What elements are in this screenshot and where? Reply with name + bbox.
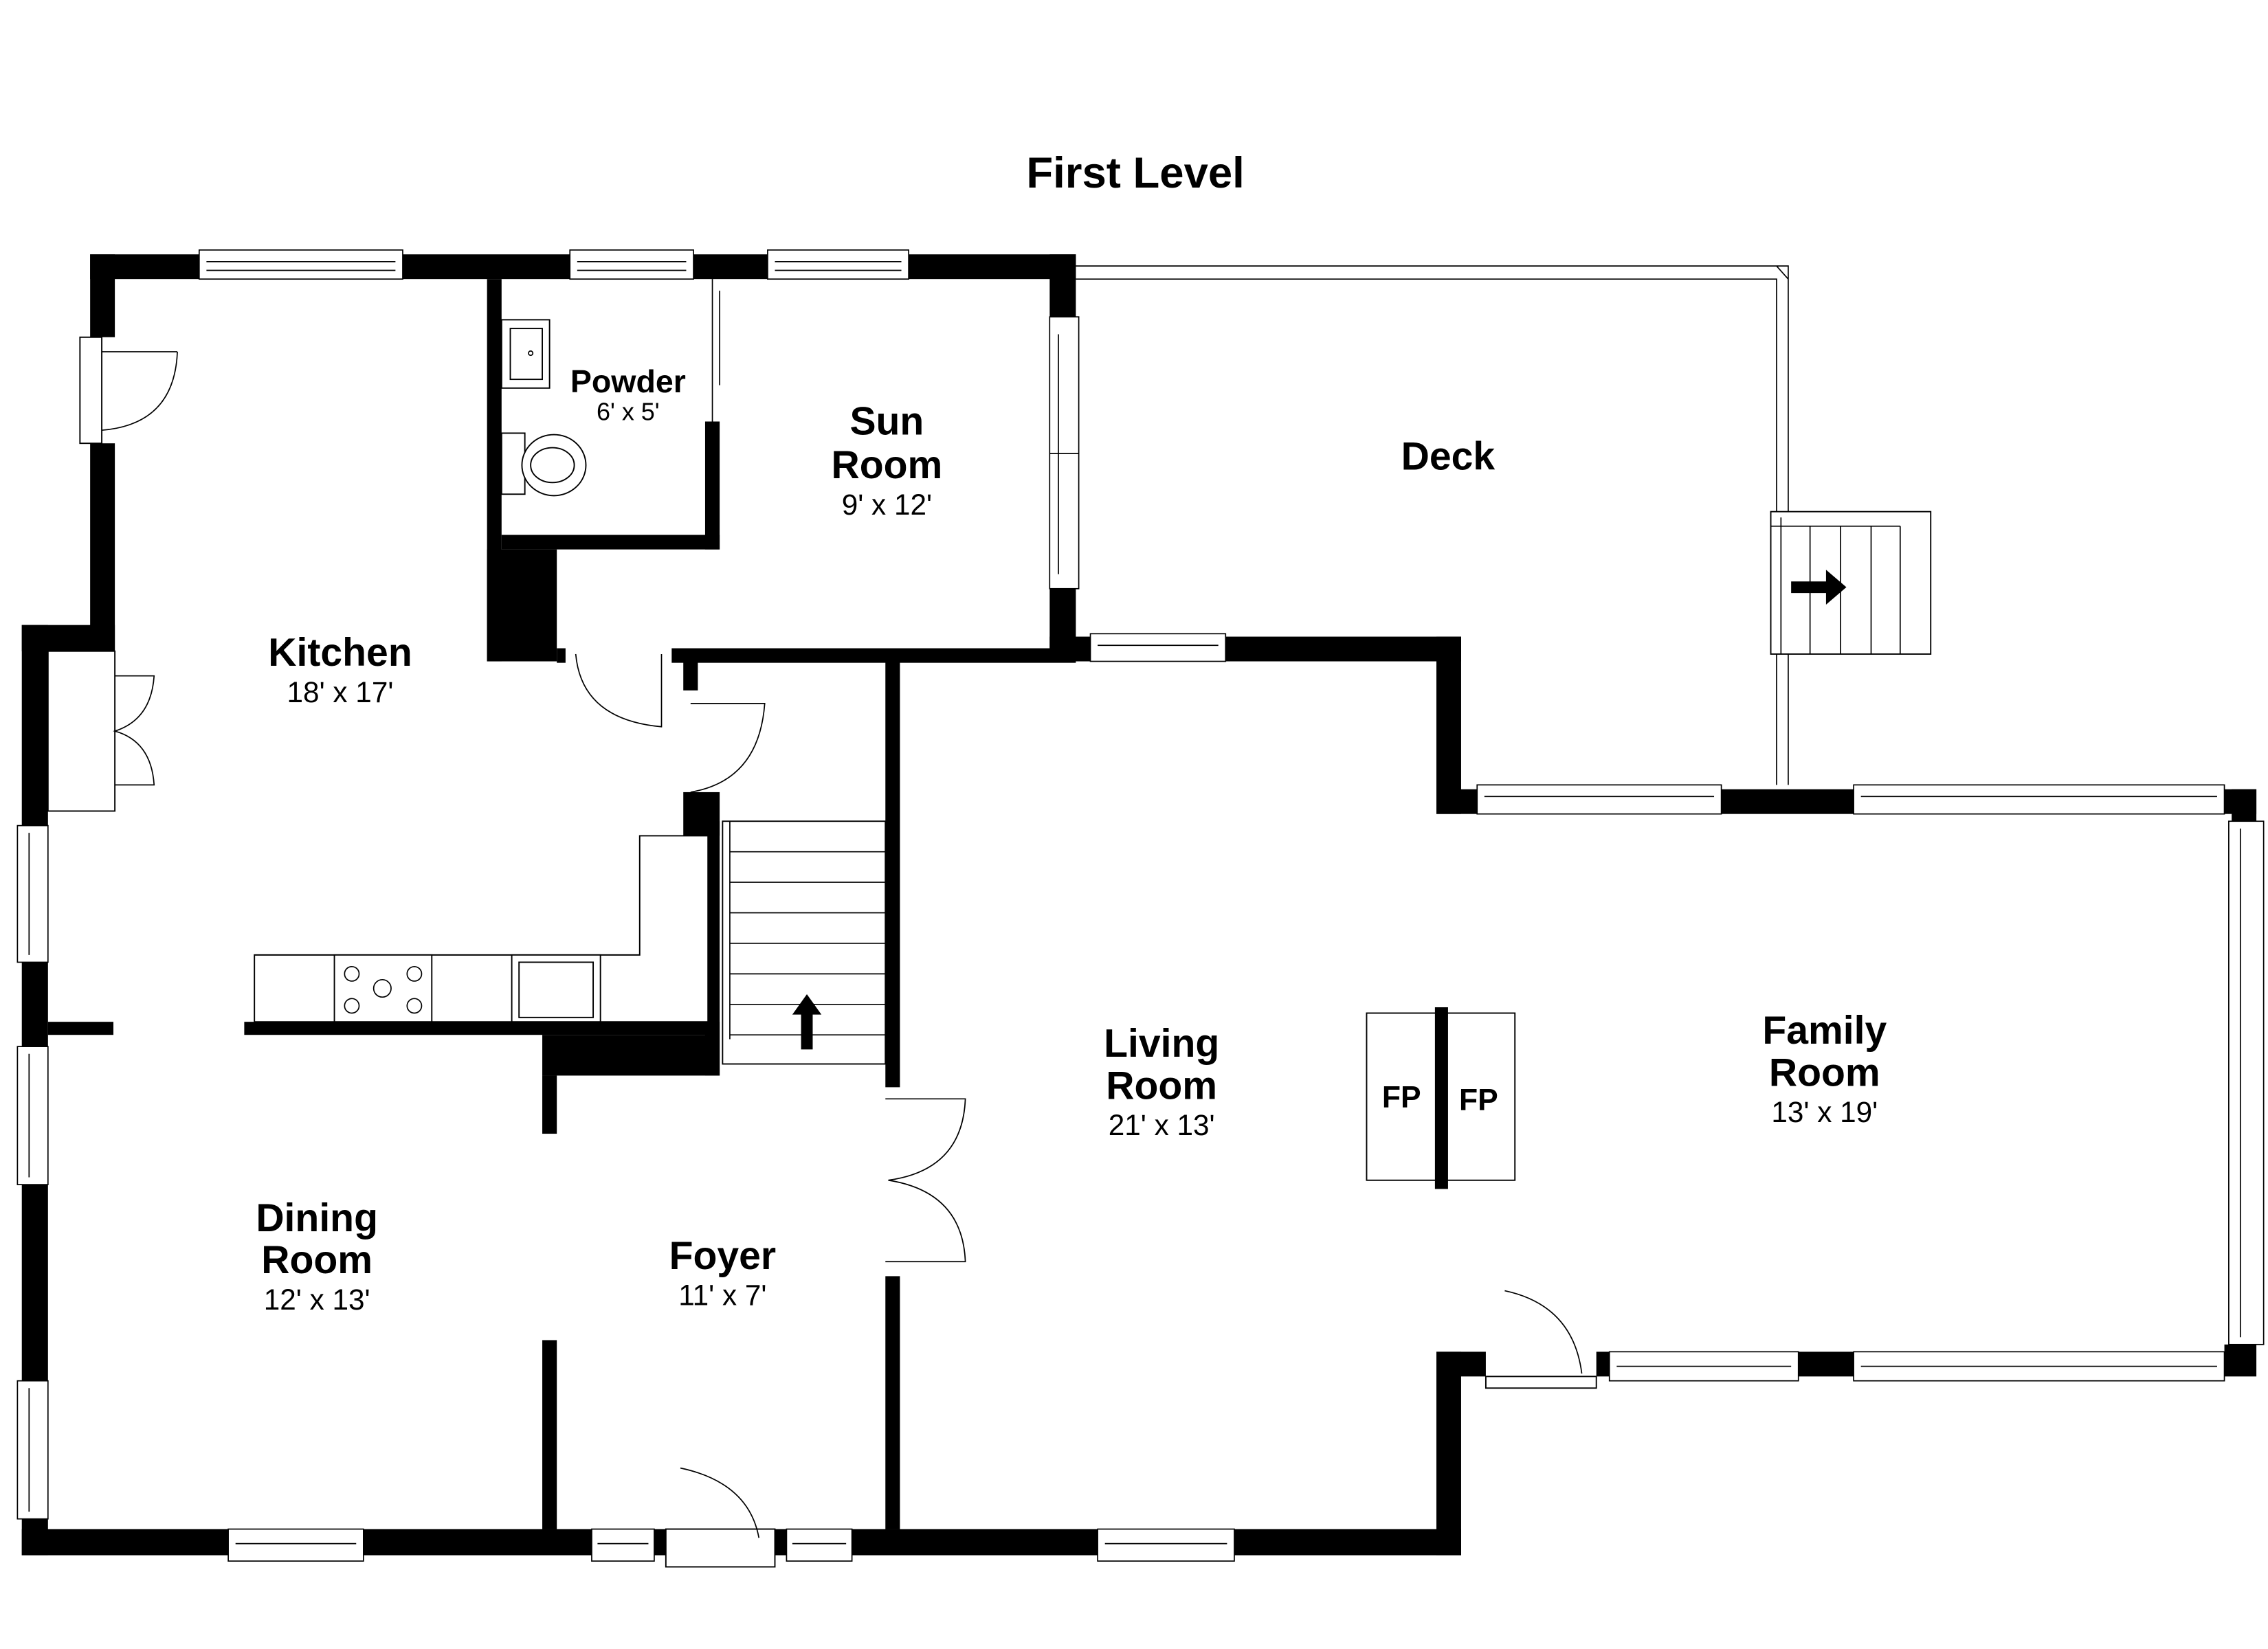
deck-stairs: [1770, 511, 1932, 655]
fireplace-label: FP: [1459, 1084, 1498, 1117]
room-name-dining-room: Dining: [256, 1196, 378, 1240]
room-size-dining-room: 12' x 13': [264, 1283, 370, 1316]
deck-outline: [1076, 265, 1932, 785]
windows: [16, 249, 2265, 1562]
room-name-dining-room-2: Room: [261, 1238, 373, 1282]
room-name-sun-room-2: Room: [831, 443, 942, 487]
plan-title: First Level: [1026, 149, 1244, 197]
stove-icon: [333, 954, 433, 1023]
fixtures: FP FP: [254, 319, 1516, 1189]
room-name-living-room: Living: [1104, 1022, 1219, 1066]
bathroom-sink: [500, 319, 551, 389]
room-size-living-room: 21' x 13': [1109, 1109, 1215, 1141]
room-name-family-room: Family: [1762, 1009, 1887, 1053]
kitchen-counter: [254, 835, 709, 1023]
room-size-foyer: 11' x 7': [678, 1279, 766, 1312]
room-name-kitchen: Kitchen: [268, 631, 412, 675]
room-size-kitchen: 18' x 17': [287, 676, 394, 708]
room-size-sun-room: 9' x 12': [842, 489, 932, 521]
room-size-family-room: 13' x 19': [1771, 1096, 1878, 1128]
fireplaces: FP FP: [1366, 1007, 1516, 1189]
room-labels: Kitchen 18' x 17' Powder 6' x 5' Sun Roo…: [256, 363, 1887, 1316]
room-name-living-room-2: Room: [1106, 1064, 1217, 1108]
doors: [47, 279, 1597, 1568]
room-name-powder: Powder: [570, 363, 686, 399]
room-name-family-room-2: Room: [1769, 1051, 1880, 1095]
room-name-foyer: Foyer: [669, 1234, 777, 1278]
room-size-powder: 6' x 5': [597, 397, 660, 425]
room-name-deck: Deck: [1401, 434, 1496, 478]
room-name-sun-room: Sun: [849, 400, 924, 444]
fireplace-living: [1366, 1012, 1437, 1181]
arrow-right-icon: [1791, 570, 1847, 605]
toilet: [500, 432, 587, 497]
fireplace-label: FP: [1382, 1081, 1421, 1114]
arrow-up-icon: [792, 994, 822, 1050]
staircase: [722, 820, 887, 1065]
